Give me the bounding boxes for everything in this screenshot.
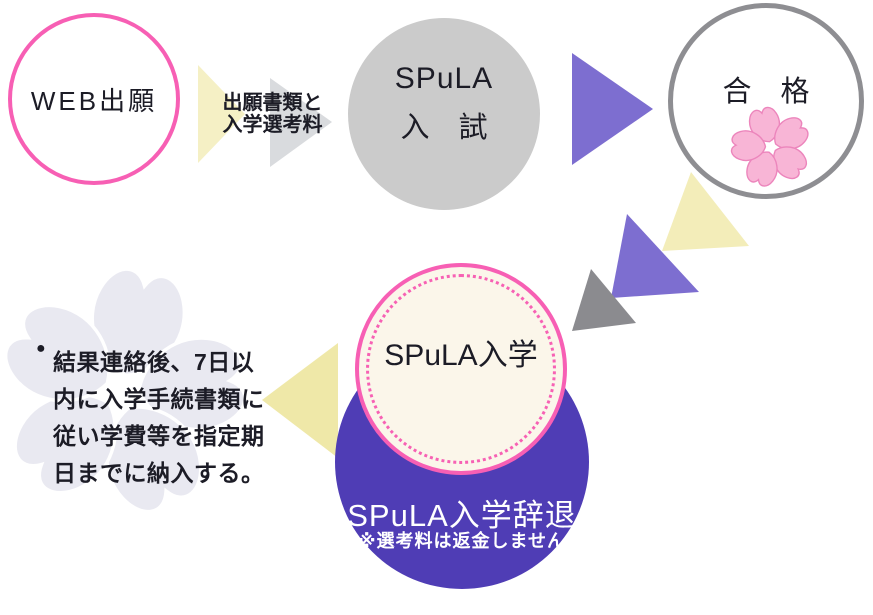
payment-note-line2: 内に入学手続書類に xyxy=(53,386,265,412)
arrow-right-gray-icon xyxy=(270,78,332,167)
exam-label-line2: 入 試 xyxy=(400,112,488,144)
payment-note-line4: 日までに納入する。 xyxy=(53,460,265,486)
node-web-application: WEB出願 xyxy=(8,13,180,185)
dotted-ring xyxy=(366,274,556,464)
decline-refund-note: ※選考料は返金しません xyxy=(358,531,566,551)
decline-label: SPuLA入学辞退 xyxy=(347,498,577,533)
payment-note-line1: 結果連絡後、7日以 xyxy=(53,349,255,375)
enrollment-label: SPuLA入学 xyxy=(384,339,538,372)
web-application-label: WEB出願 xyxy=(30,85,158,116)
exam-label-line1: SPuLA xyxy=(394,62,494,95)
pass-label: 合 格 xyxy=(722,76,810,108)
step-triangle-yellow-icon xyxy=(662,172,749,251)
payment-instruction-note: ● 結果連絡後、7日以 内に入学手続書類に 従い学費等を指定期 日までに納入する… xyxy=(36,340,265,492)
arrow-right-yellow-icon xyxy=(198,65,245,163)
node-spula-enrollment: SPuLA入学 xyxy=(355,263,567,475)
node-pass: 合 格 xyxy=(668,3,864,199)
application-docs-line2: 入学選考料 xyxy=(222,114,323,136)
sakura-blossom-icon xyxy=(726,102,816,192)
application-docs-label: 出願書類と 入学選考料 xyxy=(205,92,340,136)
arrow-left-yellow-icon xyxy=(262,343,338,458)
payment-note-line3: 従い学費等を指定期 xyxy=(53,423,265,449)
step-triangle-purple-icon xyxy=(611,214,699,298)
bullet-icon: ● xyxy=(36,340,46,357)
step-triangle-gray-icon xyxy=(572,269,636,331)
node-spula-exam: SPuLA 入 試 xyxy=(348,18,540,210)
arrow-right-purple-icon xyxy=(572,53,653,165)
payment-instruction-text: 結果連絡後、7日以 内に入学手続書類に 従い学費等を指定期 日までに納入する。 xyxy=(53,344,265,492)
application-docs-line1: 出願書類と xyxy=(222,92,323,114)
